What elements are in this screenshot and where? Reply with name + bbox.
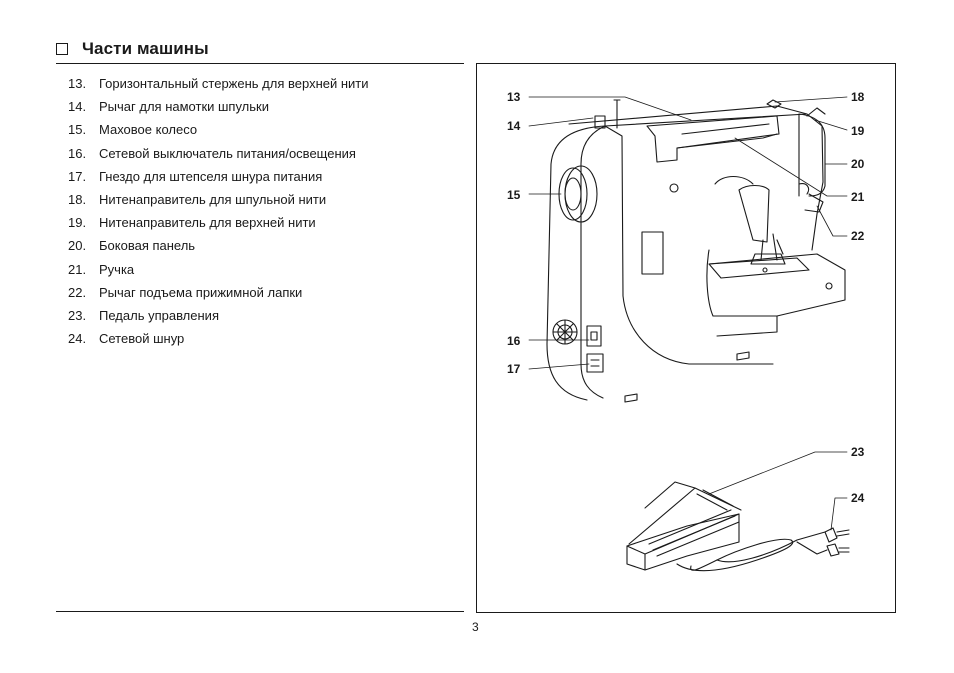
item-label: Рычаг для намотки шпульки	[99, 99, 269, 115]
item-label: Горизонтальный стержень для верхней нити	[99, 76, 369, 92]
item-label: Сетевой выключатель питания/освещения	[99, 145, 356, 161]
item-number: 19.	[68, 215, 87, 231]
item-number: 24.	[68, 331, 87, 347]
item-label: Рычаг подъема прижимной лапки	[99, 284, 303, 300]
leader-22	[816, 205, 848, 237]
section-header: Части машины	[56, 38, 209, 60]
item-label: Гнездо для штепселя шнура питания	[99, 168, 323, 184]
figure-frame: 13 14 15 16 17 18 19 20 21 22 23 24	[476, 63, 896, 613]
callout-13: 13	[507, 90, 521, 104]
callout-24: 24	[851, 491, 865, 505]
page-title: Части машины	[82, 39, 209, 58]
callout-23: 23	[851, 445, 865, 459]
leader-23	[708, 451, 848, 495]
item-number: 22.	[68, 284, 87, 300]
item-number: 17.	[68, 168, 87, 184]
leader-24	[830, 497, 848, 531]
list-item: 19. Нитенаправитель для верхней нити	[68, 211, 369, 234]
item-label: Сетевой шнур	[99, 331, 185, 347]
foot-pedal-drawing	[626, 481, 850, 572]
item-number: 16.	[68, 145, 87, 161]
leader-19	[814, 119, 848, 131]
machine-drawing	[546, 99, 846, 403]
item-label: Боковая панель	[99, 238, 196, 254]
callout-18: 18	[851, 90, 865, 104]
list-item: 24. Сетевой шнур	[68, 327, 369, 350]
page-number: 3	[472, 620, 479, 634]
callout-20: 20	[851, 157, 865, 171]
list-item: 16. Сетевой выключатель питания/освещения	[68, 142, 369, 165]
leader-18	[774, 96, 848, 103]
callout-19: 19	[851, 124, 865, 138]
item-number: 21.	[68, 261, 87, 277]
list-item: 15. Маховое колесо	[68, 118, 369, 141]
leader-14	[528, 117, 594, 127]
item-number: 18.	[68, 192, 87, 208]
list-item: 13. Горизонтальный стержень для верхней н…	[68, 72, 369, 95]
item-number: 23.	[68, 307, 87, 323]
callout-15: 15	[507, 188, 521, 202]
list-item: 20. Боковая панель	[68, 234, 369, 257]
list-item: 17. Гнездо для штепселя шнура питания	[68, 165, 369, 188]
callout-14: 14	[507, 119, 521, 133]
leader-17	[528, 363, 590, 370]
item-number: 15.	[68, 122, 87, 138]
callout-21: 21	[851, 190, 865, 204]
item-label: Нитенаправитель для верхней нити	[99, 215, 316, 231]
list-item: 22. Рычаг подъема прижимной лапки	[68, 281, 369, 304]
item-label: Ручка	[99, 261, 135, 277]
item-number: 20.	[68, 238, 87, 254]
callout-17: 17	[507, 362, 521, 376]
item-number: 14.	[68, 99, 87, 115]
list-item: 18. Нитенаправитель для шпульной нити	[68, 188, 369, 211]
item-label: Педаль управления	[99, 307, 219, 323]
leader-13	[528, 96, 692, 121]
footer-rule	[56, 611, 464, 612]
sewing-machine-illustration: 13 14 15 16 17 18 19 20 21 22 23 24	[507, 90, 865, 572]
callout-16: 16	[507, 334, 521, 348]
leader-21	[734, 137, 848, 197]
callout-22: 22	[851, 229, 865, 243]
list-item: 14. Рычаг для намотки шпульки	[68, 95, 369, 118]
list-item: 21. Ручка	[68, 258, 369, 281]
checkbox-square	[56, 43, 68, 55]
callout-leaders	[528, 96, 848, 531]
header-rule	[56, 63, 464, 64]
item-label: Нитенаправитель для шпульной нити	[99, 192, 327, 208]
parts-list: 13. Горизонтальный стержень для верхней н…	[68, 72, 369, 350]
item-label: Маховое колесо	[99, 122, 198, 138]
list-item: 23. Педаль управления	[68, 304, 369, 327]
item-number: 13.	[68, 76, 87, 92]
callout-labels: 13 14 15 16 17 18 19 20 21 22 23 24	[507, 90, 865, 505]
